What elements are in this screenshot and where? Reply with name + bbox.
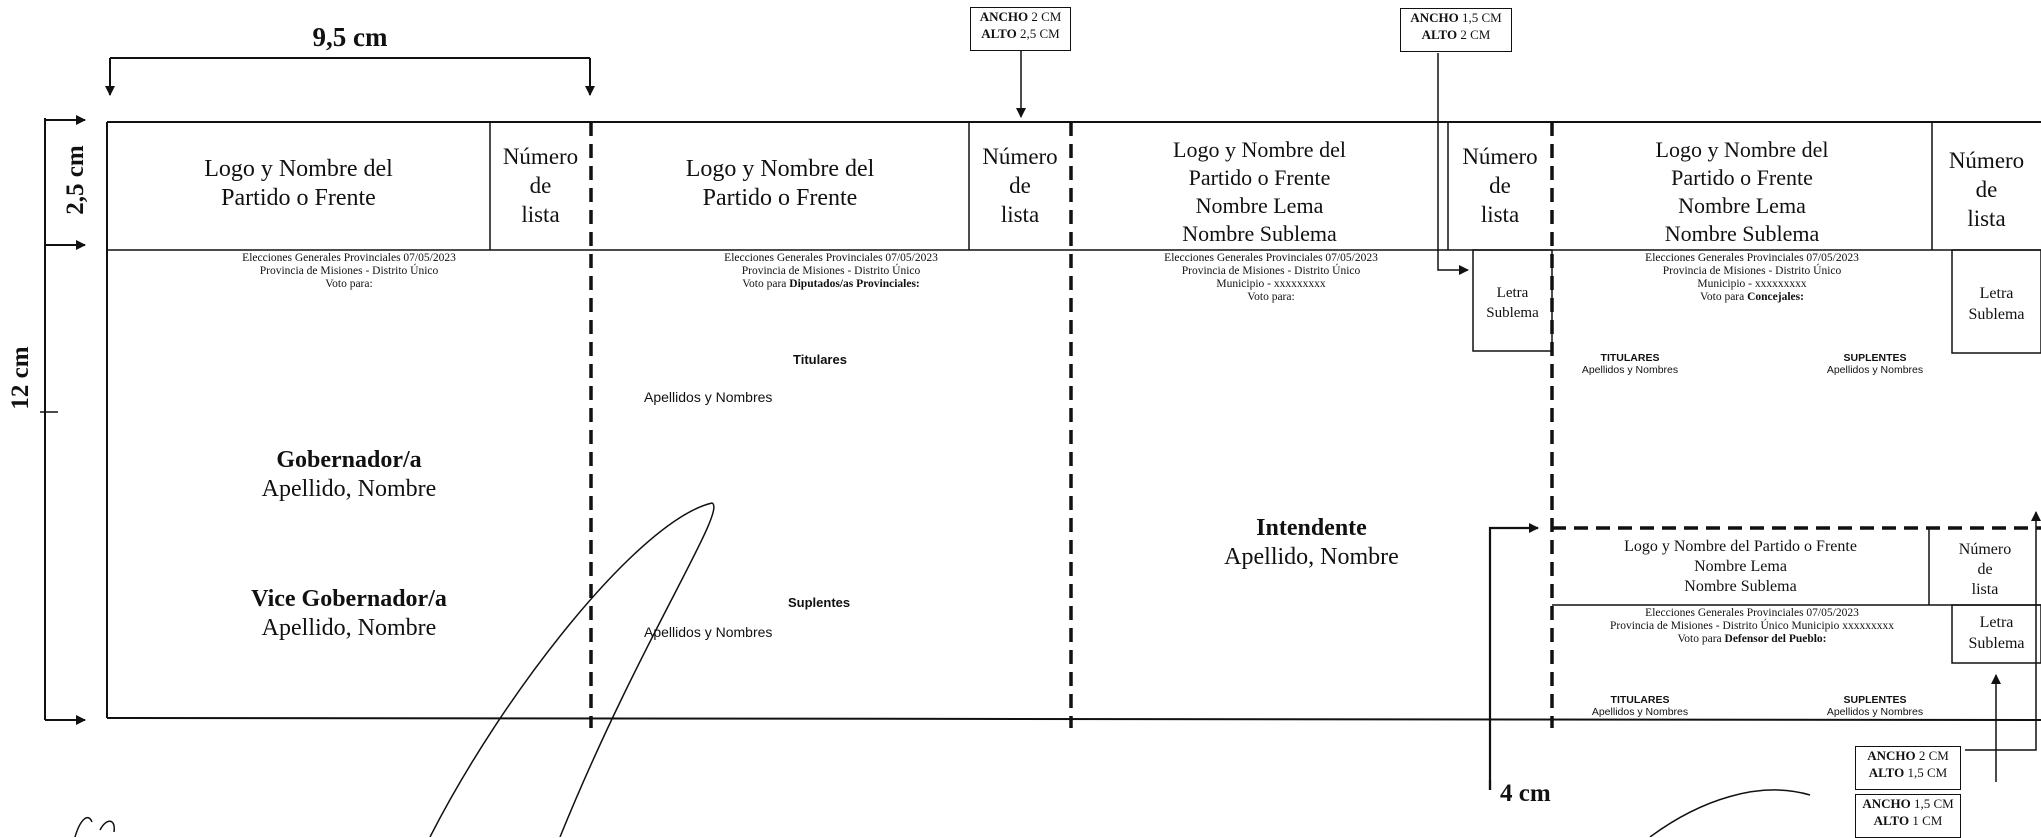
intendente-letra-sublema: Letra Sublema (1486, 285, 1539, 321)
gobernador-numero-lista: Número de lista (502, 144, 579, 227)
defensor-election-header: Elecciones Generales Provinciales 07/05/… (1610, 607, 1894, 645)
defensor-letra-sublema: Letra Sublema (1968, 614, 2025, 652)
defensor-numero-size-annotation: ANCHO 2 CM ALTO 1,5 CM (1855, 746, 1961, 790)
diputados-suplentes-names: Apellidos y Nombres (644, 624, 773, 640)
diputados-titulares-names: Apellidos y Nombres (644, 389, 773, 405)
gobernador-candidate: Gobernador/a Apellido, Nombre (261, 447, 437, 502)
letra-box-size-annotation: ANCHO 1,5 CM ALTO 2 CM (1400, 8, 1512, 52)
vice-gobernador-candidate: Vice Gobernador/a Apellido, Nombre (251, 586, 447, 641)
concejales-letra-sublema: Letra Sublema (1968, 285, 2025, 323)
concejales-titulares: TITULARES Apellidos y Nombres (1581, 352, 1679, 376)
defensor-suplentes: SUPLENTES Apellidos y Nombres (1826, 694, 1924, 718)
concejales-suplentes: SUPLENTES Apellidos y Nombres (1826, 352, 1924, 376)
gobernador-election-header: Elecciones Generales Provinciales 07/05/… (242, 252, 456, 290)
defensor-titulares: TITULARES Apellidos y Nombres (1591, 694, 1689, 718)
intendente-candidate: Intendente Apellido, Nombre (1224, 515, 1399, 570)
width-dimension-label: 9,5 cm (312, 22, 388, 52)
intendente-numero-lista: Número de lista (1462, 144, 1538, 227)
intendente-party-logo-placeholder: Logo y Nombre del Partido o Frente Nombr… (1173, 137, 1346, 246)
concejales-election-header: Elecciones Generales Provinciales 07/05/… (1645, 252, 1859, 303)
header-height-dimension-label: 2,5 cm (62, 145, 89, 215)
intendente-election-header: Elecciones Generales Provinciales 07/05/… (1164, 252, 1378, 303)
numero-box-size-annotation: ANCHO 2 CM ALTO 2,5 CM (970, 7, 1071, 51)
defensor-party-logo-placeholder: Logo y Nombre del Partido o Frente Nombr… (1624, 538, 1857, 595)
diputados-numero-lista: Número de lista (982, 144, 1058, 227)
diputados-titulares-label: Titulares (793, 352, 847, 367)
concejales-party-logo-placeholder: Logo y Nombre del Partido o Frente Nombr… (1655, 137, 1829, 246)
defensor-letra-size-annotation: ANCHO 1,5 CM ALTO 1 CM (1855, 794, 1961, 838)
diputados-party-logo-placeholder: Logo y Nombre del Partido o Frente (685, 156, 875, 211)
height-dimension-label: 12 cm (7, 346, 34, 410)
diputados-election-header: Elecciones Generales Provinciales 07/05/… (724, 252, 938, 290)
subsection-dimension-label: 4 cm (1500, 780, 1551, 807)
defensor-numero-lista: Número de lista (1958, 541, 2012, 598)
concejales-numero-lista: Número de lista (1948, 148, 2025, 231)
gobernador-party-logo-placeholder: Logo y Nombre del Partido o Frente (204, 156, 393, 211)
diputados-suplentes-label: Suplentes (788, 595, 851, 610)
